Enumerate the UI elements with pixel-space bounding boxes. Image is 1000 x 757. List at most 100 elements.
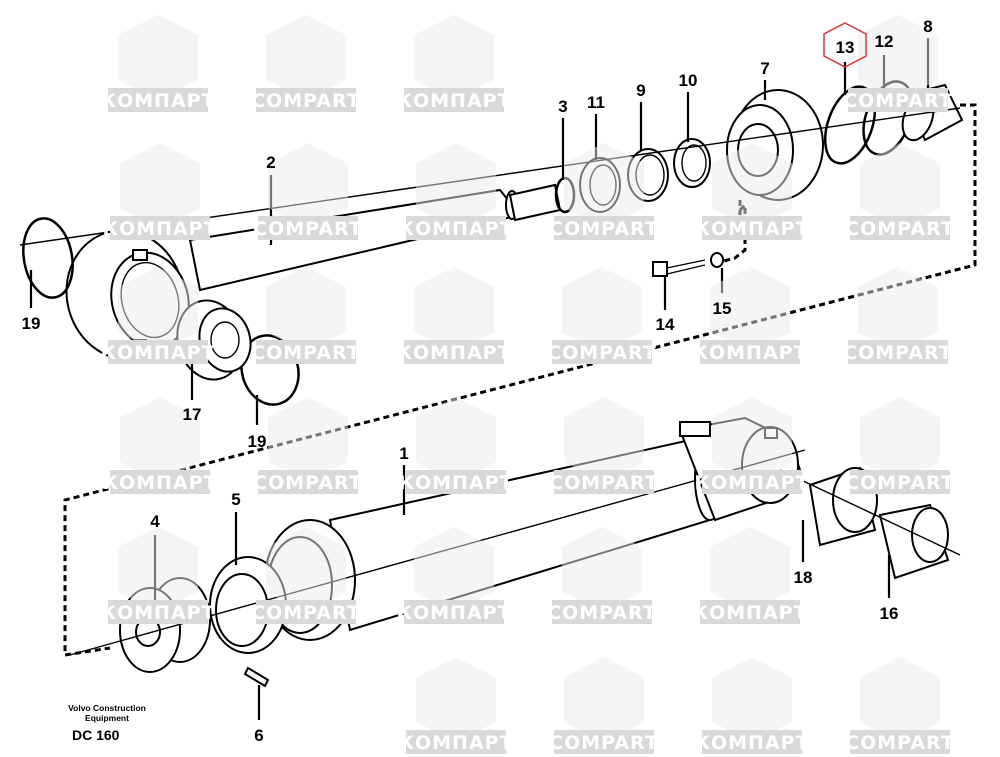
watermark-logo-shape xyxy=(118,267,198,352)
part-10-wiper xyxy=(673,138,711,188)
watermark-text: COMPART xyxy=(253,472,363,494)
watermark-text: КОМПАРТ xyxy=(398,218,513,240)
callout-9[interactable]: 9 xyxy=(636,81,645,100)
watermark-logo-shape xyxy=(120,143,200,228)
callout-19b[interactable]: 19 xyxy=(248,432,267,451)
part-6-pin xyxy=(243,666,270,688)
watermark-tile: КОМПАРТ xyxy=(694,397,809,494)
callout-7[interactable]: 7 xyxy=(760,59,769,78)
watermark-text: COMPART xyxy=(253,218,363,240)
watermark-logo-shape xyxy=(414,267,494,352)
callout-5[interactable]: 5 xyxy=(231,490,240,509)
assembly-path-main xyxy=(63,103,977,657)
watermark-tile: КОМПАРТ xyxy=(396,527,511,624)
watermark-tile: КОМПАРТ xyxy=(396,15,511,112)
callout-12[interactable]: 12 xyxy=(875,32,894,51)
watermark-tile: COMPART xyxy=(251,15,360,112)
watermark-tile: КОМПАРТ xyxy=(102,397,217,494)
watermark-band xyxy=(108,340,208,364)
watermark-text: COMPART xyxy=(549,472,659,494)
callout-2[interactable]: 2 xyxy=(266,153,275,172)
watermark-band xyxy=(256,340,356,364)
watermark-logo-shape xyxy=(416,657,496,742)
callout-15[interactable]: 15 xyxy=(713,299,732,318)
watermark-tile: КОМПАРТ xyxy=(694,657,809,754)
watermark-logo-shape xyxy=(712,397,792,482)
callout-11[interactable]: 11 xyxy=(587,93,605,112)
watermark-band xyxy=(108,88,208,112)
watermark-tile: КОМПАРТ xyxy=(102,143,217,240)
callout-19a[interactable]: 19 xyxy=(22,314,41,333)
watermark-text: COMPART xyxy=(845,472,955,494)
watermark-logo-shape xyxy=(860,657,940,742)
watermark-band xyxy=(256,88,356,112)
watermark-band xyxy=(848,340,948,364)
watermark-logo-shape xyxy=(712,657,792,742)
watermark-tile: КОМПАРТ xyxy=(692,527,807,624)
watermark-band xyxy=(406,216,506,240)
watermark-tile: КОМПАРТ xyxy=(100,527,215,624)
watermark-logo-shape xyxy=(858,15,938,100)
watermark-band xyxy=(554,470,654,494)
callout-6[interactable]: 6 xyxy=(254,726,263,745)
watermark-logo-shape xyxy=(860,143,940,228)
manufacturer-line-2: Equipment xyxy=(85,713,129,723)
watermark-logo-shape xyxy=(416,397,496,482)
watermark-band xyxy=(848,88,948,112)
watermark-text: КОМПАРТ xyxy=(398,732,513,754)
watermark-logo-shape xyxy=(860,397,940,482)
callout-13[interactable]: 13 xyxy=(836,38,855,57)
part-19-snap-ring-left xyxy=(22,217,74,299)
callout-3[interactable]: 3 xyxy=(558,97,567,116)
watermark-logo-shape xyxy=(562,527,642,612)
watermark-text: КОМПАРТ xyxy=(398,472,513,494)
watermark-text: COMPART xyxy=(251,602,361,624)
watermark-logo-shape xyxy=(858,267,938,352)
watermark-text: КОМПАРТ xyxy=(396,342,511,364)
callout-1[interactable]: 1 xyxy=(399,444,408,463)
watermark-text: COMPART xyxy=(845,732,955,754)
watermark-band xyxy=(700,340,800,364)
watermark-tile: КОМПАРТ xyxy=(692,267,807,364)
watermark-logo-shape xyxy=(416,143,496,228)
callout-4[interactable]: 4 xyxy=(150,512,160,531)
watermark-band xyxy=(552,600,652,624)
watermark-tile: КОМПАРТ xyxy=(398,397,513,494)
watermark-text: КОМПАРТ xyxy=(102,218,217,240)
watermark-text: COMPART xyxy=(845,218,955,240)
watermark-logo-shape xyxy=(268,397,348,482)
watermark-band xyxy=(406,470,506,494)
manufacturer-label: Volvo Construction Equipment xyxy=(62,703,152,723)
callout-16[interactable]: 16 xyxy=(880,604,899,623)
watermark-logo-shape xyxy=(712,143,792,228)
watermark-tile: КОМПАРТ xyxy=(398,143,513,240)
watermark-band xyxy=(258,470,358,494)
watermark-band xyxy=(110,216,210,240)
axis-line-pin xyxy=(779,469,961,556)
watermark-logo-shape xyxy=(266,527,346,612)
watermark-tile: COMPART xyxy=(547,267,657,364)
watermark-band xyxy=(850,216,950,240)
watermark-logo-shape xyxy=(118,527,198,612)
watermark-logo-shape xyxy=(266,267,346,352)
watermark-band xyxy=(702,730,802,754)
watermark-band xyxy=(554,730,654,754)
watermark-tile: COMPART xyxy=(251,267,360,364)
watermark-logo-shape xyxy=(710,267,790,352)
watermark-text: КОМПАРТ xyxy=(692,602,807,624)
callout-8[interactable]: 8 xyxy=(923,17,932,36)
watermark-tile: COMPART xyxy=(843,267,953,364)
watermark-text: COMPART xyxy=(843,342,953,364)
watermark-text: КОМПАРТ xyxy=(100,602,215,624)
watermark-band xyxy=(850,470,950,494)
callout-17[interactable]: 17 xyxy=(183,405,202,424)
watermark-band xyxy=(552,340,652,364)
watermark-text: COMPART xyxy=(547,342,657,364)
callout-14[interactable]: 14 xyxy=(656,315,675,334)
watermark-band xyxy=(850,730,950,754)
callout-10[interactable]: 10 xyxy=(679,71,698,90)
watermark-tile: COMPART xyxy=(549,397,659,494)
callout-18[interactable]: 18 xyxy=(794,568,813,587)
watermark-logo-shape xyxy=(710,527,790,612)
